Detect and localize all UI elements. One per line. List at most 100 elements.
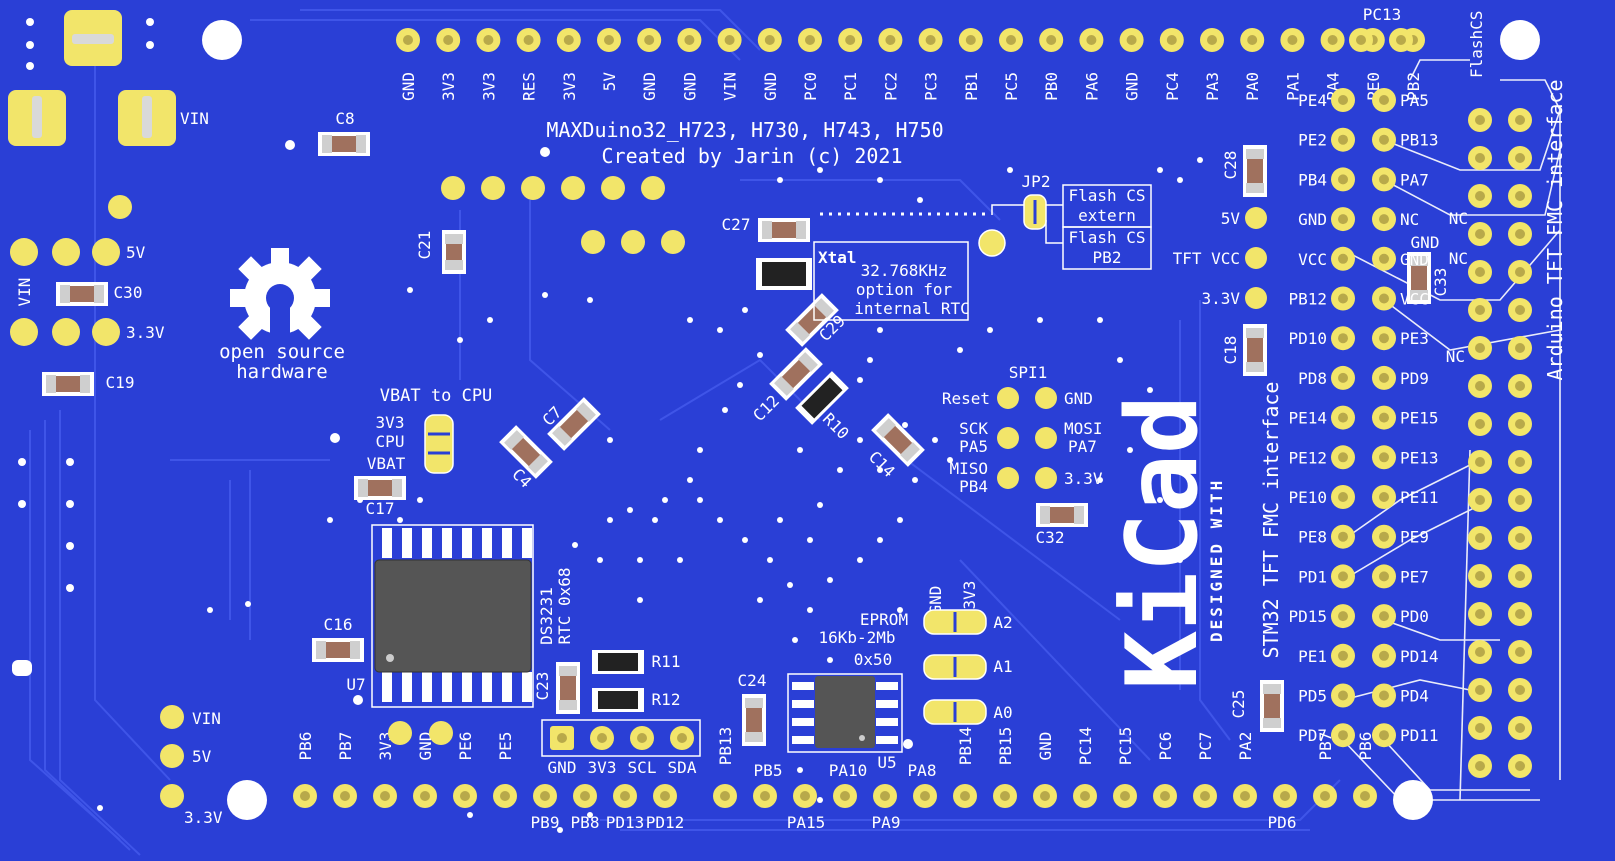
- fmc-left-label-10: PE10: [1288, 488, 1327, 507]
- top-pin-label-6: GND: [640, 72, 659, 101]
- bottom-bottom-label-7: PA9: [872, 813, 901, 832]
- via: [807, 607, 813, 613]
- top-pin-label-11: PC1: [841, 72, 860, 101]
- fmc-right-label-8: PE15: [1400, 409, 1439, 428]
- top-pin-label-5: 5V: [600, 72, 619, 92]
- component-c8: [318, 132, 370, 156]
- top-pin-label-0: GND: [399, 72, 418, 101]
- via: [797, 767, 803, 773]
- fmc-right-label-3: NC: [1400, 210, 1419, 229]
- vbat-title: VBAT to CPU: [380, 386, 493, 406]
- via: [572, 542, 578, 548]
- fmc-right-label-6: PE3: [1400, 329, 1429, 348]
- via: [897, 517, 903, 523]
- fmc-right-label-12: PE7: [1400, 567, 1429, 586]
- oshw-text-line1: open source: [219, 341, 345, 363]
- via: [737, 382, 743, 388]
- via: [1157, 497, 1163, 503]
- eprom-label-3: 0x50: [854, 650, 893, 669]
- label-c28: C28: [1221, 151, 1240, 180]
- top-pin-label-13: PC3: [922, 72, 941, 101]
- top-pin-label-3: RES: [520, 72, 539, 101]
- via: [797, 447, 803, 453]
- eprom-gnd: GND: [926, 586, 945, 615]
- via: [1157, 167, 1163, 173]
- fmc-left-label-11: PE8: [1298, 528, 1327, 547]
- top-pin-label-1: 3V3: [439, 72, 458, 101]
- via: [742, 537, 748, 543]
- fmc-right-label-15: PD4: [1400, 687, 1429, 706]
- via: [1177, 557, 1183, 563]
- top-pin-label-17: PA6: [1082, 72, 1101, 101]
- via: [857, 437, 863, 443]
- via: [1037, 317, 1043, 323]
- via: [877, 177, 883, 183]
- copper-traces: [29, 9, 1341, 856]
- via: [777, 517, 783, 523]
- component-c23: [556, 662, 580, 714]
- via: [652, 517, 658, 523]
- u5-pins: [792, 682, 898, 744]
- bottom-bottom-label-4: PB5: [754, 761, 783, 780]
- svg-text:DESIGNED WITH: DESIGNED WITH: [1207, 478, 1226, 642]
- spi-sck: SCK: [959, 419, 988, 438]
- label-r11: R11: [652, 652, 681, 671]
- left-power-header: [10, 238, 120, 346]
- mounting-holes: [202, 20, 1540, 820]
- flash-note-3: Flash CS: [1068, 228, 1145, 247]
- xtal-note-3: internal RTC: [854, 299, 970, 318]
- top-pin-label-19: PC4: [1163, 72, 1182, 101]
- bottom-bottom-label-3: PD12: [646, 813, 685, 832]
- via: [777, 177, 783, 183]
- via: [467, 812, 473, 818]
- via: [947, 457, 953, 463]
- component-c18: [1243, 324, 1267, 376]
- via: [417, 497, 423, 503]
- via: [587, 297, 593, 303]
- i2c-label-2: SCL: [628, 758, 657, 777]
- xtal-note-box: [813, 241, 969, 321]
- i2c-label-0: GND: [548, 758, 577, 777]
- label-c18: C18: [1221, 336, 1240, 365]
- testpoint: [978, 229, 1006, 257]
- via: [542, 292, 548, 298]
- oshw-logo: [230, 248, 330, 340]
- top-pin-label-12: PC2: [881, 72, 900, 101]
- spi-gnd: GND: [1064, 389, 1093, 408]
- bottom-top-label-14: PA2: [1236, 732, 1255, 761]
- label-c30: C30: [114, 283, 143, 302]
- bp-5v: 5V: [192, 747, 212, 766]
- fmc-nc-1: NC: [1449, 209, 1468, 228]
- spi-pb4: PB4: [959, 477, 988, 496]
- address-jumpers: [923, 609, 987, 725]
- component-c27: [758, 218, 810, 242]
- i2c-header: [550, 726, 694, 750]
- label-c24: C24: [738, 671, 767, 690]
- via: [912, 477, 918, 483]
- via: [877, 537, 883, 543]
- fmc-right-label-11: PE9: [1400, 528, 1429, 547]
- fmc-right-label-13: PD0: [1400, 607, 1429, 626]
- component-c33: [1407, 252, 1431, 304]
- via: [1177, 177, 1183, 183]
- eprom-label-2: 16Kb-2Mb: [818, 628, 895, 647]
- flash-note-box-2: [1062, 226, 1152, 270]
- via: [1097, 477, 1103, 483]
- fmc-header-labels: PE4PE2PB4GNDVCCPB12PD10PD8PE14PE12PE10PE…: [1288, 91, 1438, 745]
- top-pin-label-18: GND: [1123, 72, 1142, 101]
- component-c17: [354, 476, 406, 500]
- via: [637, 557, 643, 563]
- flash-note-1: Flash CS: [1068, 186, 1145, 205]
- top-pin-label-21: PA0: [1243, 72, 1262, 101]
- bottom-top-label-5: PE5: [496, 732, 515, 761]
- vbat-vbat: VBAT: [367, 454, 406, 473]
- top-pin-label-16: PB0: [1042, 72, 1061, 101]
- via: [857, 557, 863, 563]
- board-credit: Created by Jarin (c) 2021: [601, 144, 902, 168]
- via: [687, 477, 693, 483]
- eprom-label-1: EPROM: [860, 610, 908, 629]
- fmc-right-label-2: PA7: [1400, 170, 1429, 189]
- via: [1127, 447, 1133, 453]
- side-vias: [12, 458, 251, 811]
